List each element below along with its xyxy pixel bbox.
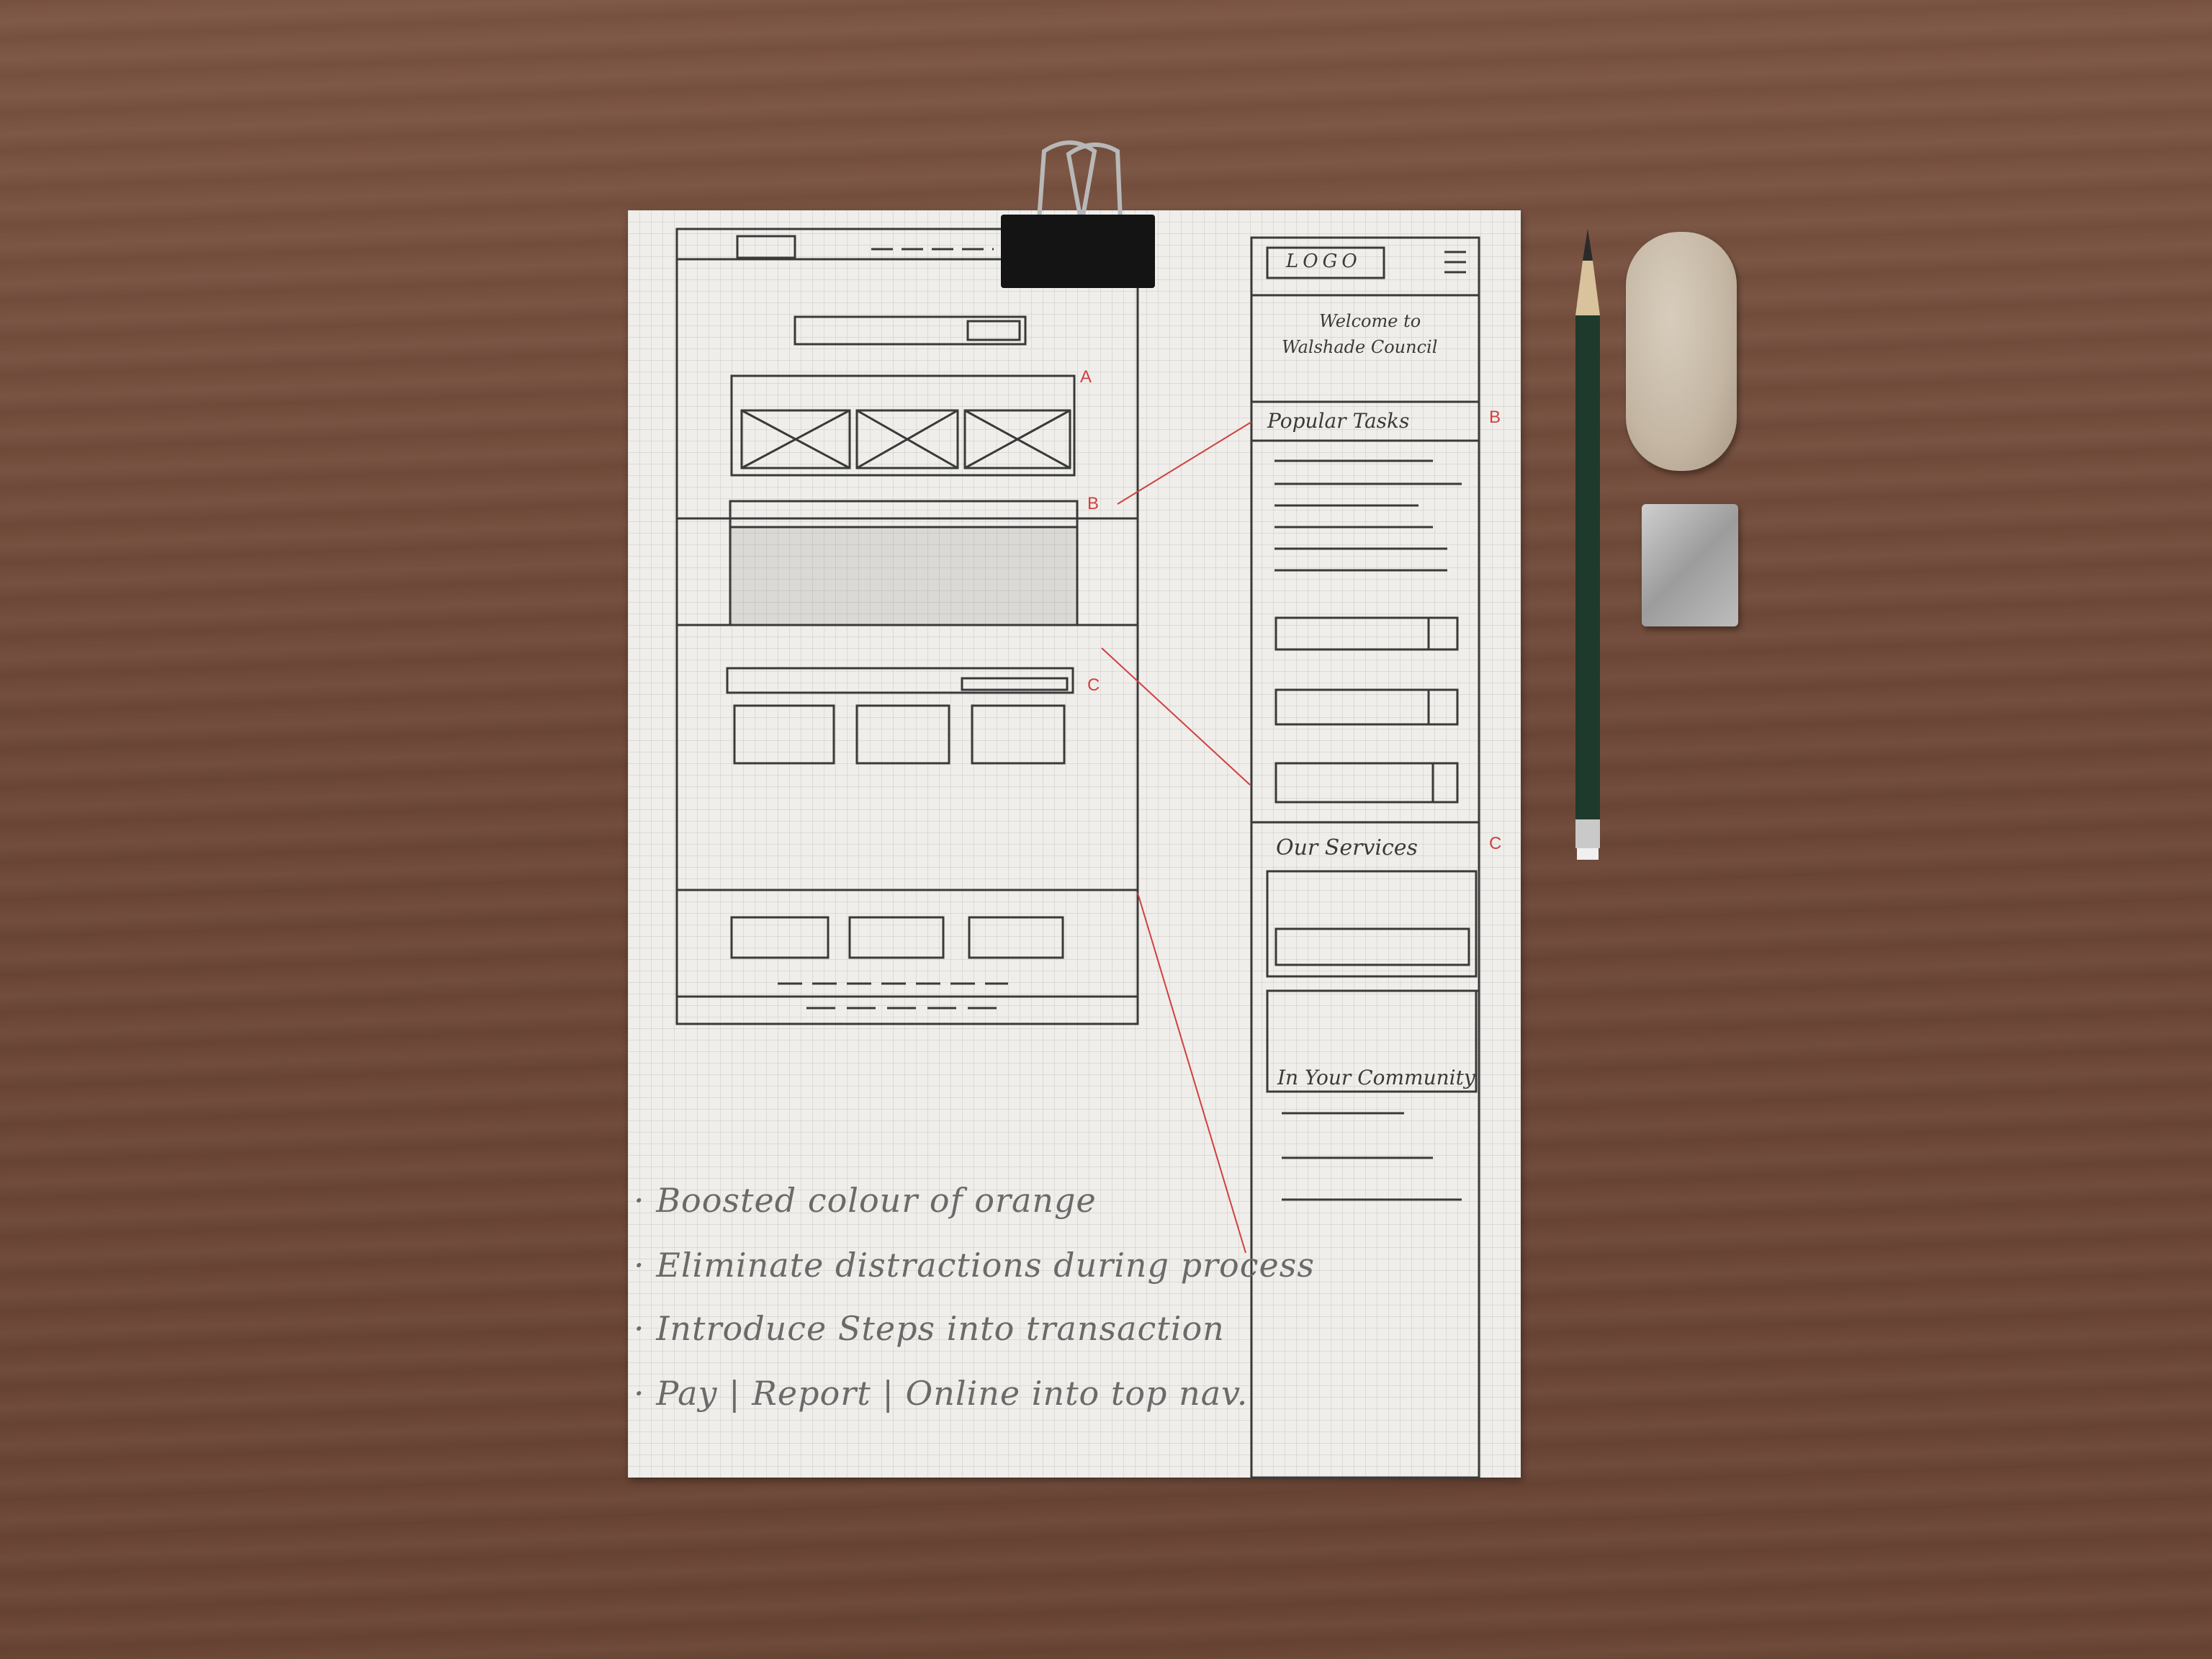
binder-clip xyxy=(1001,215,1155,288)
pencil xyxy=(1575,229,1600,860)
marker-b: B xyxy=(1087,494,1100,513)
note-3: · Introduce Steps into transaction xyxy=(634,1309,1225,1348)
our-services-label: Our Services xyxy=(1276,835,1418,860)
marker-b-mobile: B xyxy=(1489,408,1501,427)
pencil-sharpener xyxy=(1642,504,1738,626)
in-your-community-label: In Your Community xyxy=(1277,1066,1475,1089)
logo-label: LOGO xyxy=(1286,251,1362,272)
popular-tasks-label: Popular Tasks xyxy=(1267,409,1410,433)
marker-c-mobile: C xyxy=(1489,834,1502,853)
marker-c: C xyxy=(1087,675,1100,695)
note-1: · Boosted colour of orange xyxy=(634,1181,1097,1220)
welcome-line-1: Welcome to xyxy=(1319,311,1421,331)
note-2: · Eliminate distractions during process xyxy=(634,1246,1315,1285)
note-4: · Pay | Report | Online into top nav. xyxy=(634,1374,1249,1413)
welcome-line-2: Walshade Council xyxy=(1282,337,1438,357)
marker-a: A xyxy=(1080,367,1092,387)
eraser xyxy=(1626,232,1737,471)
